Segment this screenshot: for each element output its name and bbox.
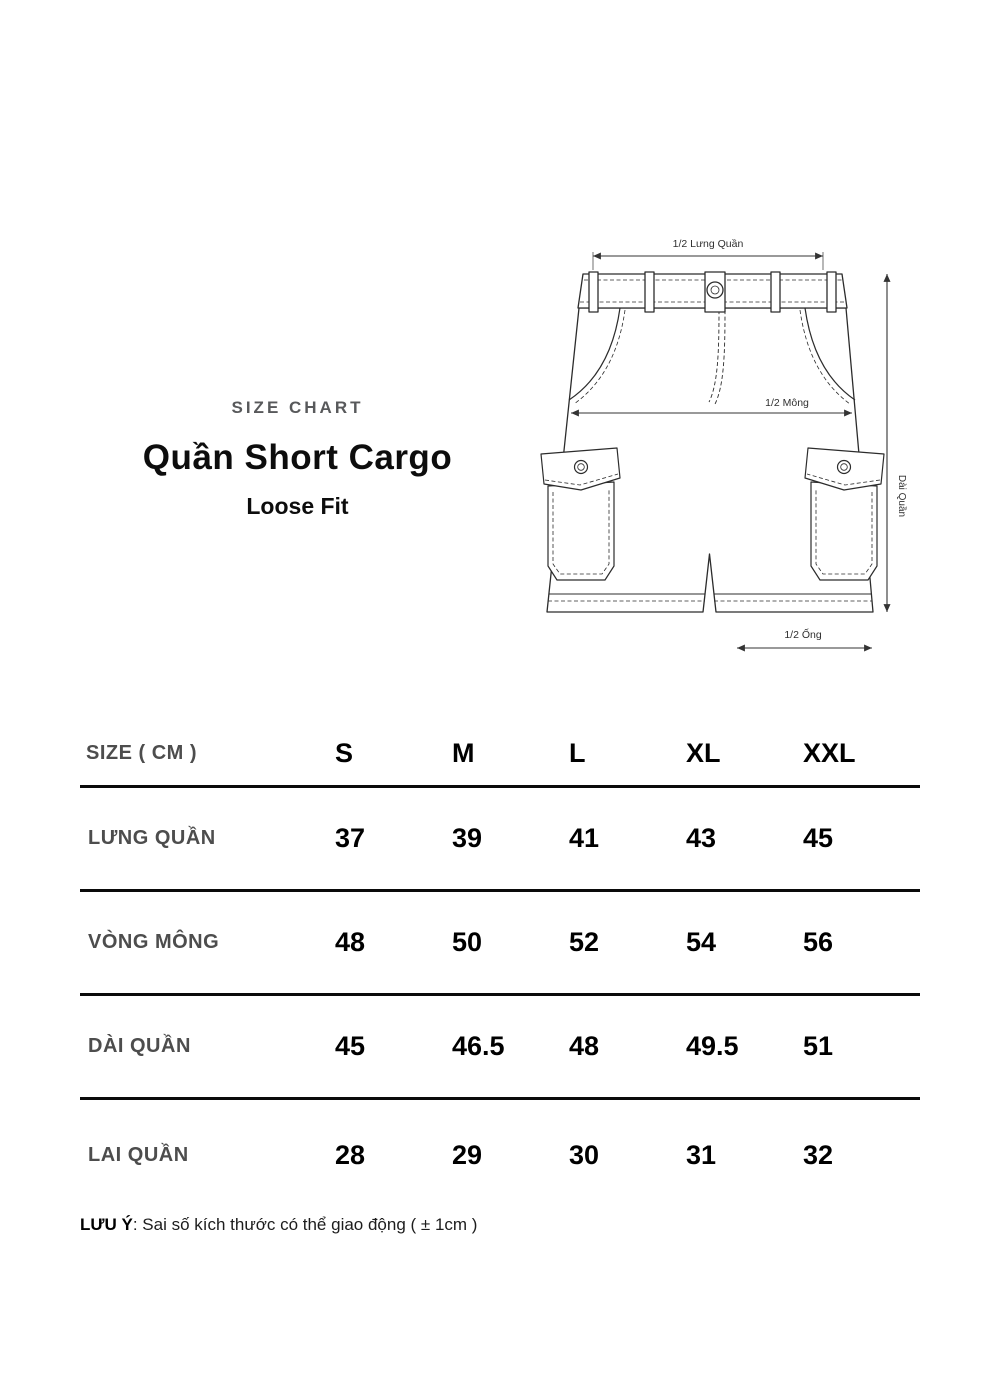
cell-value: 56 — [803, 927, 834, 957]
row-label: LƯNG QUẦN — [88, 827, 216, 849]
cell-value: 32 — [803, 1139, 834, 1170]
cell-value: 29 — [452, 1139, 483, 1170]
cell-value: 43 — [686, 823, 717, 853]
leg-opening-dimension-label: 1/2 Ống — [784, 627, 822, 641]
table-header-row: SIZE ( CM ) S M L XL XXL — [80, 722, 920, 788]
cell-value: 54 — [686, 927, 717, 957]
cell-value: 49.5 — [686, 1031, 739, 1061]
note-text: : Sai số kích thước có thể giao động ( ±… — [132, 1215, 478, 1234]
cell-value: 52 — [569, 927, 600, 957]
header-block: SIZE CHART Quần Short Cargo Loose Fit — [75, 398, 520, 520]
column-header-l: L — [569, 738, 586, 768]
tolerance-note: LƯU Ý: Sai số kích thước có thể giao độn… — [80, 1215, 477, 1235]
cell-value: 48 — [335, 927, 366, 957]
shorts-diagram: 1/2 Lưng Quần 1/2 Mông Dài Quần 1/2 Ống — [535, 226, 915, 678]
column-header-s: S — [335, 738, 354, 768]
fit-subtitle: Loose Fit — [246, 493, 349, 519]
length-dimension-label: Dài Quần — [896, 475, 908, 517]
row-label: VÒNG MÔNG — [88, 931, 220, 953]
cell-value: 50 — [452, 927, 483, 957]
table-row-waist: LƯNG QUẦN 37 39 41 43 45 — [80, 788, 920, 892]
row-label: DÀI QUẦN — [88, 1035, 191, 1057]
shorts-drawing: 1/2 Lưng Quần 1/2 Mông Dài Quần 1/2 Ống — [540, 238, 908, 652]
table-row-hem: LAI QUẦN 28 29 30 31 32 — [80, 1100, 920, 1210]
cell-value: 39 — [452, 823, 483, 853]
row-label: LAI QUẦN — [88, 1143, 189, 1166]
table-row-length: DÀI QUẦN 45 46.5 48 49.5 51 — [80, 996, 920, 1100]
hip-dimension-label: 1/2 Mông — [765, 397, 809, 409]
cell-value: 31 — [686, 1139, 717, 1170]
product-title: Quần Short Cargo — [142, 438, 453, 477]
table-row-hip: VÒNG MÔNG 48 50 52 54 56 — [80, 892, 920, 996]
cell-value: 48 — [569, 1031, 600, 1061]
cell-value: 28 — [335, 1139, 366, 1170]
size-chart-eyebrow: SIZE CHART — [231, 398, 364, 417]
cell-value: 46.5 — [452, 1031, 505, 1061]
cell-value: 41 — [569, 823, 600, 853]
note-label: LƯU Ý — [80, 1215, 133, 1234]
column-header-xl: XL — [686, 738, 721, 768]
cell-value: 51 — [803, 1031, 834, 1061]
column-header-m: M — [452, 738, 475, 768]
cell-value: 30 — [569, 1139, 600, 1170]
waist-dimension-label: 1/2 Lưng Quần — [673, 238, 744, 250]
column-header-xxl: XXL — [803, 738, 856, 768]
unit-label: SIZE ( CM ) — [86, 742, 198, 764]
size-table: SIZE ( CM ) S M L XL XXL LƯNG QUẦN 37 39… — [80, 722, 920, 1210]
cell-value: 45 — [335, 1031, 366, 1061]
cell-value: 45 — [803, 823, 834, 853]
cell-value: 37 — [335, 823, 366, 853]
